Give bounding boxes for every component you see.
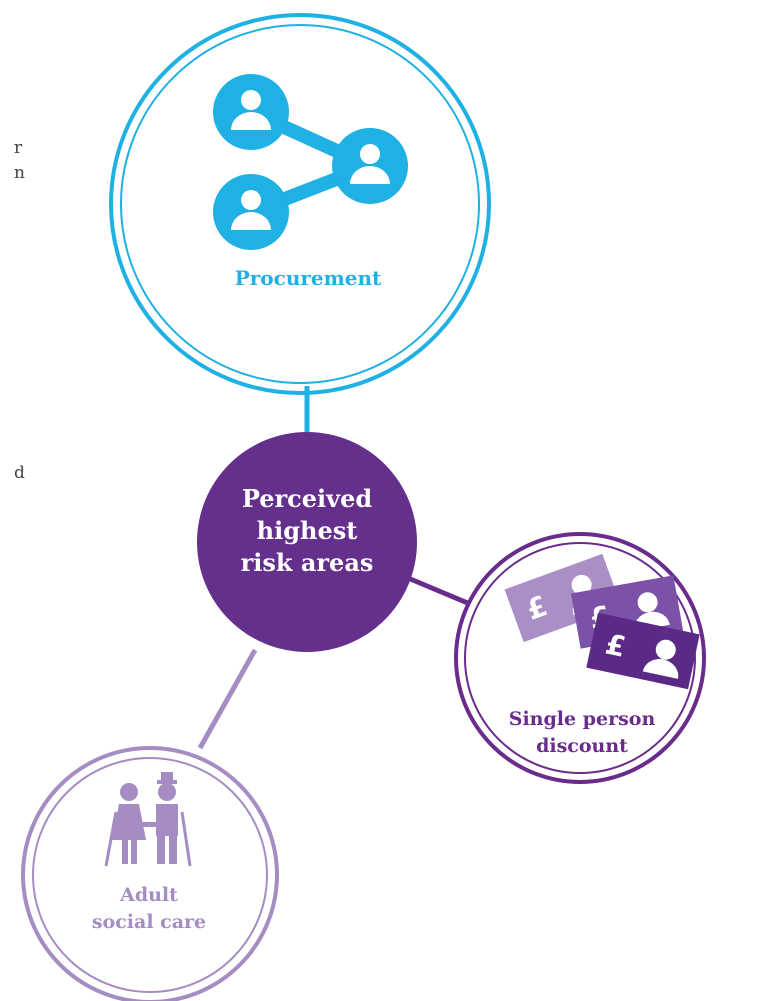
procurement-outer-ring xyxy=(109,13,491,395)
procurement-inner-ring xyxy=(120,24,480,384)
connector-adult-care xyxy=(197,648,258,750)
adult-care-inner-ring xyxy=(32,757,268,993)
node-center: Perceived highest risk areas xyxy=(197,432,417,652)
network-people-icon xyxy=(213,74,408,250)
margin-fragment-3: d xyxy=(14,463,25,483)
procurement-label: Procurement xyxy=(235,266,382,290)
margin-fragment-1: r xyxy=(14,138,23,158)
single-person-label-line2: discount xyxy=(536,735,628,757)
banknotes-icon: £ £ £ xyxy=(504,553,700,690)
elderly-couple-icon xyxy=(104,772,192,867)
connector-single-person xyxy=(407,575,471,607)
center-label-line2: highest xyxy=(257,516,358,545)
adult-care-outer-ring xyxy=(21,746,279,1001)
center-label-line1: Perceived xyxy=(242,484,373,513)
node-procurement: Procurement xyxy=(109,13,491,395)
center-label-line3: risk areas xyxy=(241,548,374,577)
margin-fragment-2: n xyxy=(14,163,25,183)
node-adult-care: Adult social care xyxy=(21,746,279,1001)
adult-care-label-line2: social care xyxy=(92,911,206,933)
adult-care-label-line1: Adult xyxy=(119,884,178,906)
center-circle xyxy=(197,432,417,652)
single-person-outer-ring xyxy=(454,532,706,784)
node-single-person: £ £ £ Single person discount xyxy=(454,532,706,784)
single-person-label-line1: Single person xyxy=(509,708,656,730)
